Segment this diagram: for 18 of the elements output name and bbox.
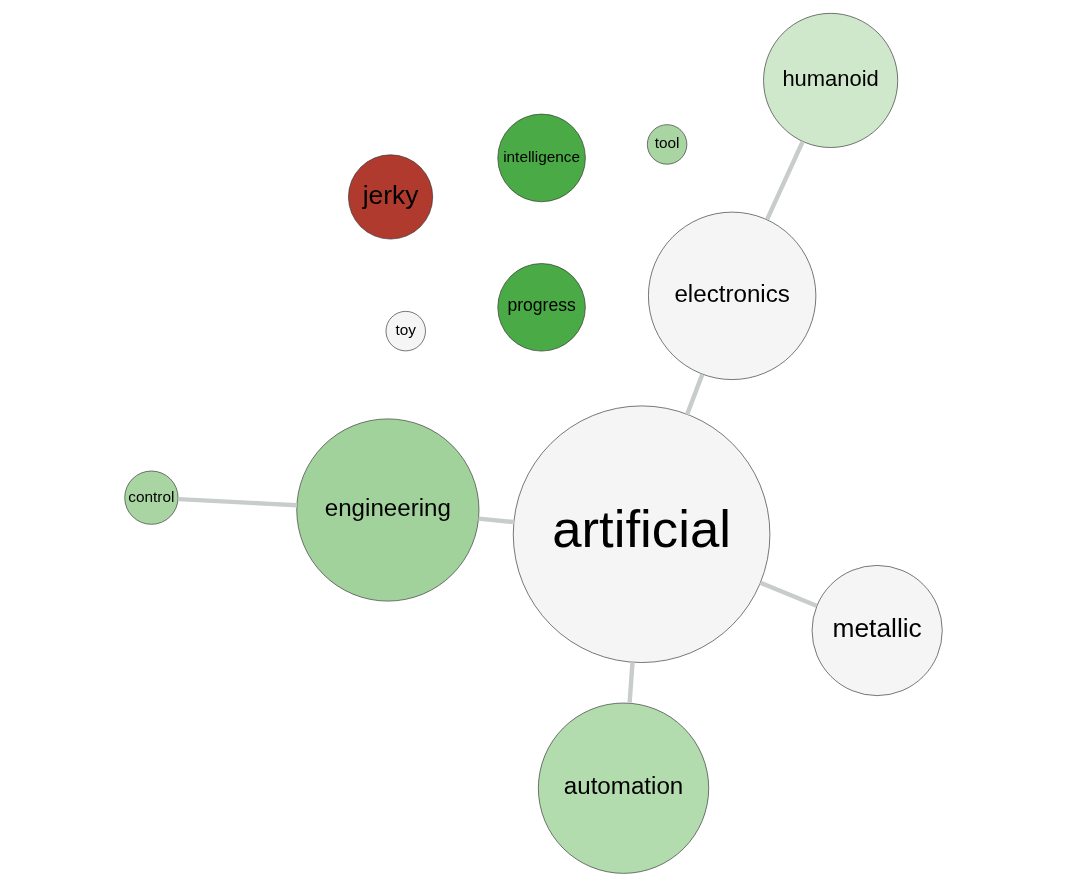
connector — [765, 140, 805, 220]
connector — [627, 661, 635, 703]
node-circle: automation — [538, 702, 710, 874]
node-circle: progress — [497, 262, 586, 351]
node-circle: metallic — [811, 564, 943, 696]
connector — [178, 496, 298, 507]
node-circle: control — [124, 470, 179, 525]
connector — [478, 515, 515, 524]
node-circle: tool — [647, 123, 688, 164]
connector — [685, 373, 705, 415]
node-circle: intelligence — [497, 113, 586, 202]
node-circle: engineering — [296, 418, 480, 601]
node-circle: toy — [385, 310, 426, 351]
node-circle: jerky — [348, 153, 434, 239]
node-circle: humanoid — [763, 12, 899, 148]
connector — [759, 580, 818, 608]
node-circle: electronics — [648, 211, 817, 380]
node-circle: artificial — [512, 405, 771, 663]
